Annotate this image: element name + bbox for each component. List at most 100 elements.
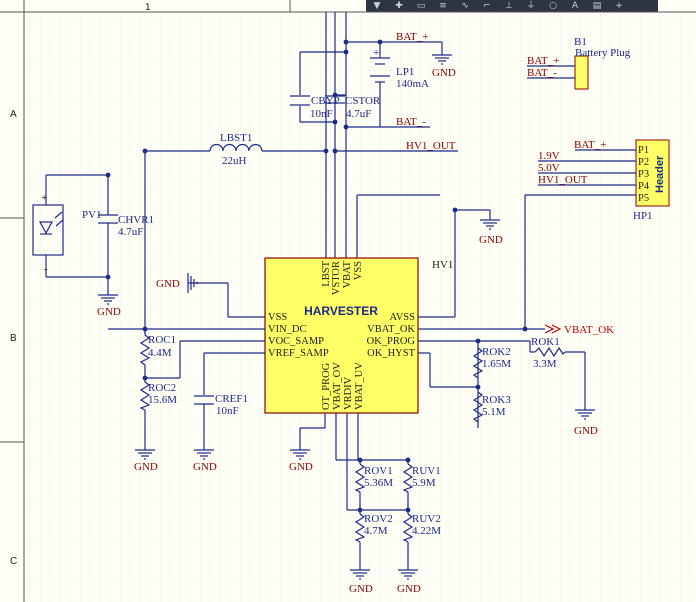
gnd-symbol-roc[interactable]: GND	[134, 449, 158, 473]
chvr1-designator: CHVR1	[118, 214, 154, 226]
chvr1-value: 4.7uF	[118, 226, 143, 238]
border-row-c: C	[10, 556, 17, 567]
probe-icon[interactable]: ○	[549, 1, 557, 11]
net-hv1: HV1	[432, 259, 453, 271]
pin-vstor: VSTOR	[331, 261, 342, 295]
cbyp-designator: CBYP	[311, 95, 340, 107]
pin-vin-dc: VIN_DC	[268, 324, 307, 335]
hp1-designator: HP1	[633, 210, 653, 222]
gnd-symbol-avss[interactable]: GND	[479, 219, 503, 246]
gnd-symbol-pv[interactable]: GND	[97, 294, 121, 318]
gnd-label-cref: GND	[193, 461, 217, 473]
cref1-value: 10nF	[216, 405, 239, 417]
gnd-symbol-cref[interactable]: GND	[193, 449, 217, 473]
border-row-a: A	[10, 109, 17, 120]
rok3-designator: ROK3	[482, 394, 511, 406]
roc2-designator: ROC2	[148, 382, 176, 394]
gnd-label-otprog: GND	[289, 461, 313, 473]
net-hv1-out-hp1: HV1_OUT	[538, 174, 588, 186]
rov1-value: 5.36M	[364, 477, 393, 489]
add-icon[interactable]: +	[615, 1, 623, 11]
resistor-ruv1[interactable]: RUV1 5.9M	[402, 463, 441, 493]
b1-designator: B1	[574, 36, 587, 48]
lp1-designator: LP1	[396, 66, 414, 78]
net-1v9: 1.9V	[538, 150, 560, 162]
wire-icon[interactable]: ∿	[461, 1, 469, 11]
ruv2-designator: RUV2	[412, 513, 441, 525]
resistor-rov1[interactable]: ROV1 5.36M	[354, 463, 393, 493]
net-labels: BAT_+ BAT_- HV1_OUT HV1 BAT_+ BAT_- BAT_…	[396, 31, 614, 336]
schematic-toolbar: ▼ ✚ ▭ ≡ ∿ ⌐ ⊥ ⏚ ○ A ▤ +	[366, 0, 658, 12]
pv1-plus-mark: +	[41, 192, 47, 204]
rok3-value: 5.1M	[482, 406, 506, 418]
pin-ot-prog: OT_PROG	[321, 362, 332, 410]
bus-icon[interactable]: ⌐	[483, 1, 491, 11]
move-icon[interactable]: ✚	[395, 1, 403, 11]
gnd-label-avss: GND	[479, 234, 503, 246]
gnd-label-pv: GND	[97, 306, 121, 318]
gnd-label-rok: GND	[574, 425, 598, 437]
select-icon[interactable]: ▭	[416, 1, 426, 11]
roc1-value: 4.4M	[148, 347, 172, 359]
rok1-value: 3.3M	[533, 358, 557, 370]
pin-vref-samp: VREF_SAMP	[268, 348, 329, 359]
net-bat-plus-hp1: BAT_+	[574, 139, 606, 151]
capacitor-cstor[interactable]: CSTOR 4.7uF	[325, 95, 381, 120]
resistor-roc2[interactable]: ROC2 15.6M	[139, 378, 177, 411]
text-icon[interactable]: A	[571, 1, 579, 11]
filter-icon[interactable]: ▼	[373, 1, 381, 11]
border-row-b: B	[10, 333, 17, 344]
more-icon[interactable]: ▤	[592, 1, 602, 11]
resistor-ruv2[interactable]: RUV2 4.22M	[402, 513, 441, 543]
rov2-designator: ROV2	[364, 513, 393, 525]
gnd-symbol-rok[interactable]: GND	[574, 409, 598, 437]
ruv1-designator: RUV1	[412, 465, 441, 477]
pin-ok-prog: OK_PROG	[367, 336, 416, 347]
resistor-rov2[interactable]: ROV2 4.7M	[354, 513, 393, 543]
connector-b1[interactable]: B1 Battery Plug	[574, 36, 631, 90]
resistor-rok1[interactable]: ROK1 3.3M	[531, 336, 566, 370]
pin-vss-left: VSS	[268, 312, 287, 323]
inductor-lbst1[interactable]: LBST1 22uH	[209, 132, 263, 167]
net-bat-plus-top: BAT_+	[396, 31, 428, 43]
gnd-symbol-bat[interactable]: GND	[432, 54, 456, 79]
solar-cell-pv1[interactable]: + - PV1	[32, 192, 102, 275]
gnd-symbol-otprog[interactable]: GND	[289, 449, 313, 473]
harvester-ic[interactable]: HARVESTER VSS VIN_DC VOC_SAMP VREF_SAMP …	[264, 257, 419, 414]
resistor-rok3[interactable]: ROK3 5.1M	[472, 391, 511, 423]
cref1-designator: CREF1	[215, 393, 248, 405]
ic-title: HARVESTER	[304, 304, 378, 318]
capacitor-chvr1[interactable]: CHVR1 4.7uF	[98, 214, 154, 238]
gnd-symbol-rov[interactable]: GND	[349, 569, 373, 595]
net-bat-plus-b1: BAT_+	[527, 55, 559, 67]
border-col-1: 1	[145, 2, 151, 13]
b1-value: Battery Plug	[575, 47, 631, 59]
pin-voc-samp: VOC_SAMP	[268, 336, 324, 347]
hp1-value: Header	[654, 155, 666, 193]
net-bat-minus-mid: BAT_-	[396, 116, 426, 128]
hp1-pin-5: P5	[638, 193, 649, 204]
net-vbat-ok-port: VBAT_OK	[564, 324, 614, 336]
pin-vbat: VBAT	[342, 260, 353, 288]
gnd-symbol-vss[interactable]: GND	[156, 273, 198, 293]
align-icon[interactable]: ≡	[439, 1, 447, 11]
cbyp-value: 10nF	[310, 108, 333, 120]
power-icon[interactable]: ⏚	[526, 1, 536, 11]
capacitor-cbyp[interactable]: CBYP 10nF	[290, 95, 340, 120]
connector-hp1[interactable]: P1 P2 P3 P4 P5 Header HP1	[633, 139, 670, 222]
lbst1-designator: LBST1	[220, 132, 252, 144]
gnd-symbol-ruv[interactable]: GND	[397, 569, 421, 595]
pin-avss: AVSS	[390, 312, 416, 323]
rok2-designator: ROK2	[482, 346, 511, 358]
net-icon[interactable]: ⊥	[505, 1, 513, 11]
gnd-label-vss: GND	[156, 278, 180, 290]
battery-lp1[interactable]: + LP1 140mA	[370, 47, 429, 90]
pin-lbst: LBST	[321, 260, 332, 286]
pin-ok-hyst: OK_HYST	[367, 348, 415, 359]
capacitor-cref1[interactable]: CREF1 10nF	[194, 393, 248, 417]
resistor-roc1[interactable]: ROC1 4.4M	[139, 329, 176, 366]
cstor-designator: CSTOR	[345, 95, 381, 107]
pv1-minus-mark: -	[44, 263, 48, 275]
resistor-rok2[interactable]: ROK2 1.65M	[472, 346, 511, 379]
